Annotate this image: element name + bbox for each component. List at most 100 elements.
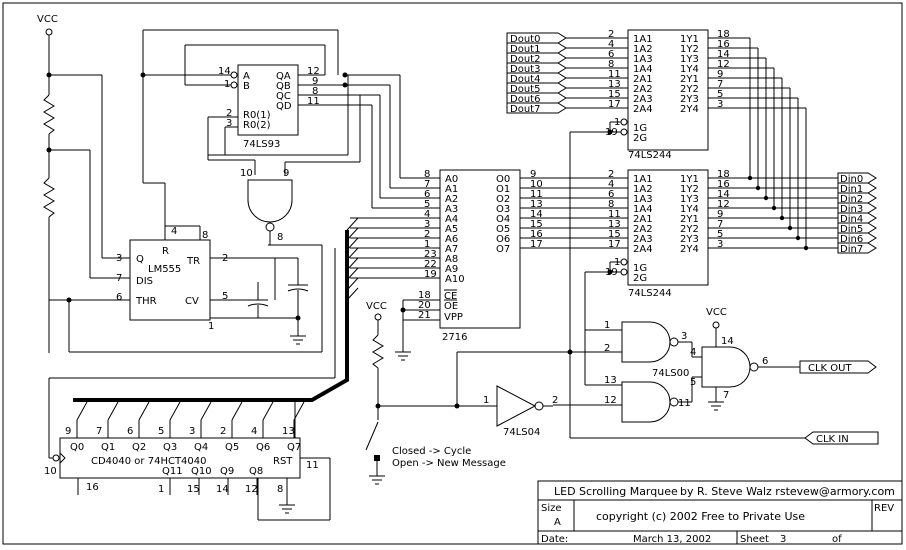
buf2-out-2y4: 2Y4 <box>680 244 699 255</box>
cd4040-top-pin: 4 <box>251 426 257 437</box>
din-7-label: Din7 <box>840 244 863 255</box>
lm555-tr-label: TR <box>186 256 200 267</box>
buf2-out-2y1: 2Y1 <box>680 214 699 225</box>
lm555-pin8: 8 <box>202 230 208 241</box>
din-5-label: Din5 <box>840 224 863 235</box>
buf1-out-pin: 7 <box>717 79 723 90</box>
buf1-in-pin: 15 <box>608 89 621 100</box>
lm555-name: LM555 <box>148 264 181 275</box>
buf2-out-pin: 12 <box>717 199 730 210</box>
eprom-vpp-label: VPP <box>444 312 463 323</box>
size-value: A <box>554 517 561 528</box>
enable-wiring <box>567 121 805 439</box>
address-bus <box>73 217 359 402</box>
title-text: LED Scrolling Marquee <box>554 485 678 498</box>
buf1-out-pin: 16 <box>717 39 730 50</box>
clk-out-connector: CLK OUT <box>799 360 877 374</box>
cd4040-pin8: 8 <box>277 484 283 495</box>
cd4040-q1: Q1 <box>101 442 115 453</box>
dout-6-label: Dout6 <box>510 94 540 105</box>
pullup-resistor <box>372 334 384 369</box>
ls93-pin3: 3 <box>226 118 232 129</box>
buf1-in-pin: 11 <box>608 69 621 80</box>
clk-in-connector: CLK IN <box>804 431 879 445</box>
clk-in-label: CLK IN <box>816 434 849 445</box>
buf2-in-pin: 8 <box>608 199 614 210</box>
cd4040-top-pin: 2 <box>220 426 226 437</box>
eprom-data-pin: 17 <box>530 239 543 250</box>
eprom-addr-a6: A6 <box>445 234 458 245</box>
ls00-pin11: 11 <box>678 398 691 409</box>
ls93-pin12: 12 <box>307 66 320 77</box>
nand-pin9: 9 <box>283 168 289 179</box>
nand-pin10: 10 <box>240 168 253 179</box>
lm555-cv-label: CV <box>185 296 199 307</box>
eprom-addr-a1: A1 <box>445 184 458 195</box>
dout-5-label: Dout5 <box>510 84 540 95</box>
buf1-in-1a1: 1A1 <box>633 34 653 45</box>
buf2-out-1y1: 1Y1 <box>680 174 699 185</box>
lm555-pin4: 4 <box>171 226 177 237</box>
date-value: March 13, 2002 <box>633 534 711 545</box>
buf2-in-2a3: 2A3 <box>633 234 653 245</box>
eprom-addr-a8: A8 <box>445 254 458 265</box>
mode-switch: VCC Closed -> Cycle Open -> New Message <box>365 301 506 485</box>
dout-3-label: Dout3 <box>510 64 540 75</box>
cd4040-q5: Q5 <box>225 442 239 453</box>
buf1-in-2a3: 2A3 <box>633 94 653 105</box>
buf1-in-2a2: 2A2 <box>633 84 653 95</box>
buf2-in-1a3: 1A3 <box>633 194 653 205</box>
buf2-in-pin: 6 <box>608 189 614 200</box>
buf2-in-1a4: 1A4 <box>633 204 653 215</box>
eprom-ce-label: CE <box>444 291 457 302</box>
eprom-addr-pin: 4 <box>424 209 430 220</box>
eprom-addr-a5: A5 <box>445 224 458 235</box>
ls04-name: 74LS04 <box>503 427 540 438</box>
buf2-out-pin: 3 <box>717 239 723 250</box>
buf2-2g-label: 2G <box>633 273 647 284</box>
buf2-out-1y2: 1Y2 <box>680 184 699 195</box>
buf2-in-1a1: 1A1 <box>633 174 653 185</box>
eprom-data-pin: 15 <box>530 219 543 230</box>
dout-1-label: Dout1 <box>510 44 540 55</box>
din-3-label: Din3 <box>840 204 863 215</box>
buf2-out-pin: 7 <box>717 219 723 230</box>
eprom-addr-a3: A3 <box>445 204 458 215</box>
buf1-out-1y2: 1Y2 <box>680 44 699 55</box>
buf1-in-2a1: 2A1 <box>633 74 653 85</box>
buf2-in-2a2: 2A2 <box>633 224 653 235</box>
nand-pin8: 8 <box>277 232 283 243</box>
eprom-addr-a10: A10 <box>445 274 465 285</box>
buf2-out-pin: 9 <box>717 209 723 220</box>
ls93-pin2: 2 <box>226 108 232 119</box>
ls93-pin14: 14 <box>218 66 231 77</box>
buf2-out-pin: 16 <box>717 179 730 190</box>
ls00-pin14: 14 <box>721 336 734 347</box>
cd4040-q2: Q2 <box>132 442 146 453</box>
eprom-addr-a9: A9 <box>445 264 458 275</box>
buf1-in-2a4: 2A4 <box>633 104 653 115</box>
cd4040-name: CD4040 or 74HCT4040 <box>91 456 207 467</box>
buf1-in-pin: 17 <box>608 99 621 110</box>
buf2-in-1a2: 1A2 <box>633 184 653 195</box>
cd4040-top-pin: 5 <box>158 426 164 437</box>
eprom-oe-label: OE <box>444 301 458 312</box>
buf1-out-1y4: 1Y4 <box>680 64 699 75</box>
cd4040-bottom-pin: 12 <box>245 484 258 495</box>
eprom-addr-pin: 6 <box>424 189 430 200</box>
eprom-addr-pin: 23 <box>424 249 437 260</box>
ls00-pin1: 1 <box>604 320 610 331</box>
buf1-out-2y1: 2Y1 <box>680 74 699 85</box>
eprom-data-pin: 11 <box>530 189 543 200</box>
din-0-label: Din0 <box>840 174 863 185</box>
eprom-addr-pin: 1 <box>424 239 430 250</box>
ls00-pin13: 13 <box>604 375 617 386</box>
lm555-q-label: Q <box>136 254 144 265</box>
